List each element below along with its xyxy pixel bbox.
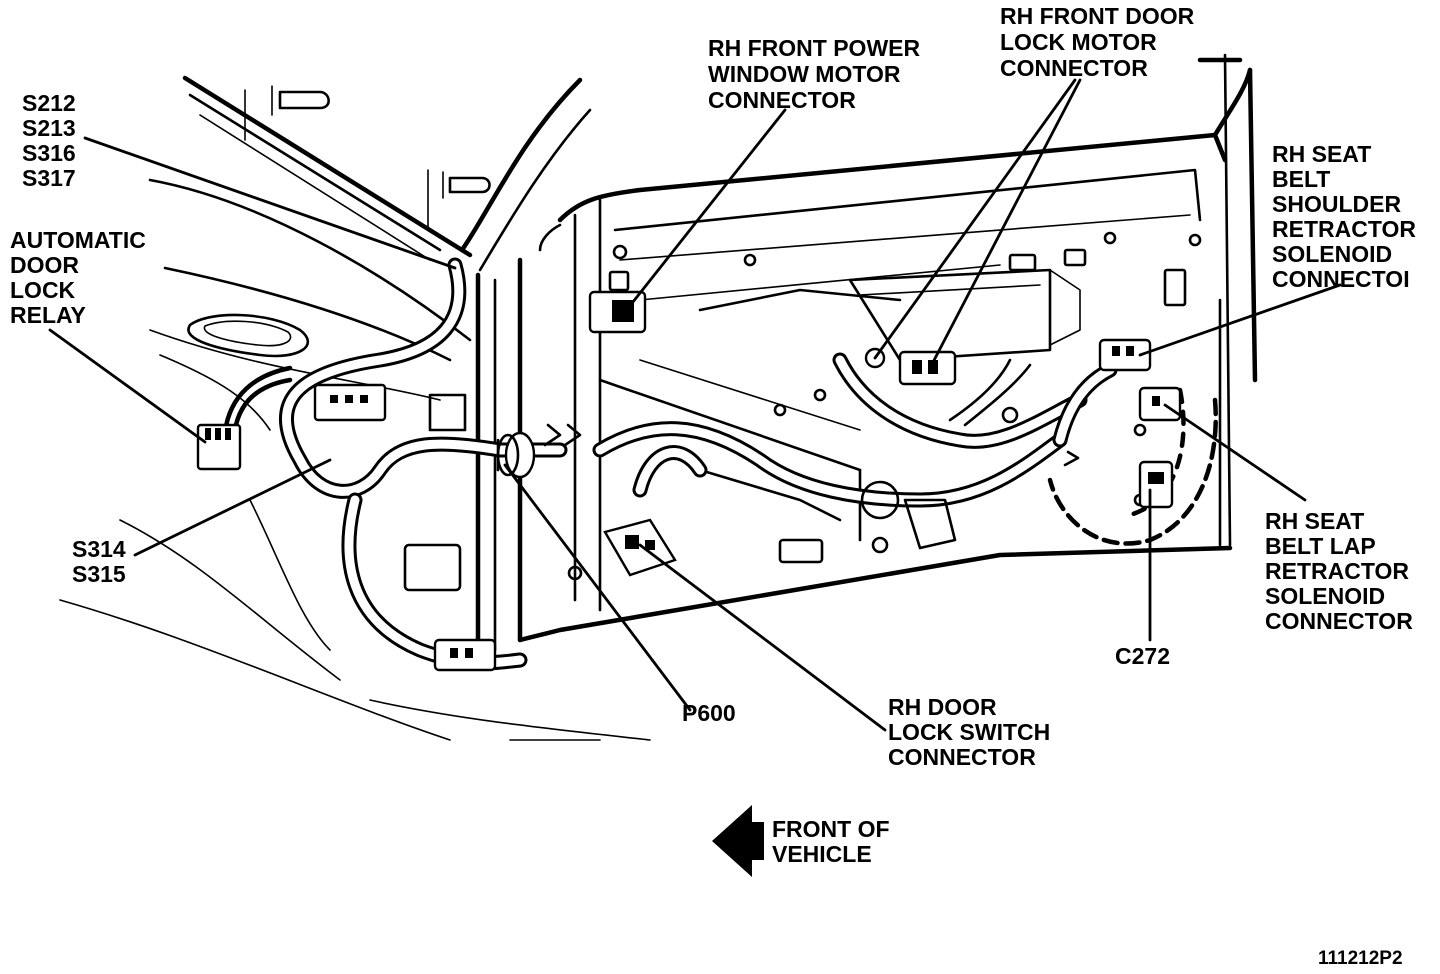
- label-line: RH FRONT POWER: [708, 35, 920, 61]
- label-splices-top: S212 S213 S316 S317: [22, 90, 76, 191]
- label-line: BELT LAP: [1265, 533, 1376, 559]
- label-line: RH SEAT: [1265, 508, 1364, 534]
- label-line: DOOR: [10, 252, 79, 278]
- bracket-shape: [428, 393, 957, 550]
- label-line: SOLENOID: [1272, 241, 1392, 267]
- lock-motor-connector-shape: [864, 347, 957, 386]
- label-lap-retractor-connector: RH SEAT BELT LAP RETRACTOR SOLENOID CONN…: [1265, 508, 1413, 634]
- label-line: RETRACTOR: [1272, 216, 1416, 242]
- c272-connector-shape: [1138, 460, 1174, 509]
- label-line: SHOULDER: [1272, 191, 1401, 217]
- label-line: RH DOOR: [888, 694, 997, 720]
- figure-id: 111212P2: [1318, 948, 1403, 969]
- label-line: RELAY: [10, 302, 86, 328]
- label-splices-bottom: S314 S315: [72, 536, 126, 587]
- label-line: SOLENOID: [1265, 583, 1385, 609]
- label-line: RH FRONT DOOR: [1000, 3, 1195, 29]
- label-s212: S212: [22, 90, 76, 116]
- label-line: AUTOMATIC: [10, 227, 146, 253]
- label-p600: P600: [682, 700, 736, 726]
- label-door-lock-motor-connector: RH FRONT DOOR LOCK MOTOR CONNECTOR: [1000, 3, 1195, 81]
- pillar-connector-shape: [433, 638, 497, 672]
- label-s213: S213: [22, 115, 76, 141]
- label-line: LOCK MOTOR: [1000, 29, 1157, 55]
- label-s316: S316: [22, 140, 76, 166]
- label-power-window-motor-connector: RH FRONT POWER WINDOW MOTOR CONNECTOR: [708, 35, 920, 113]
- label-s314: S314: [72, 536, 126, 562]
- door-lock-switch-connector-shape: [603, 518, 677, 577]
- leader-lines: [48, 78, 1342, 732]
- label-line: FRONT OF: [772, 816, 890, 842]
- door-lock-relay-shape: [196, 423, 242, 471]
- label-line: CONNECTOI: [1272, 266, 1410, 292]
- vehicle-body-outline: [59, 75, 651, 741]
- splice-block-shape: [313, 383, 387, 422]
- shoulder-retractor-connector-shape: [1098, 338, 1152, 372]
- label-line: RETRACTOR: [1265, 558, 1409, 584]
- label-line: CONNECTOR: [1000, 55, 1148, 81]
- lap-retractor-connector-shape: [1138, 386, 1182, 422]
- label-line: CONNECTOR: [708, 87, 856, 113]
- label-s315: S315: [72, 561, 126, 587]
- label-door-lock-switch-connector: RH DOOR LOCK SWITCH CONNECTOR: [888, 694, 1050, 770]
- label-line: BELT: [1272, 166, 1330, 192]
- label-s317: S317: [22, 165, 76, 191]
- label-line: LOCK: [10, 277, 76, 303]
- front-arrow-icon: [712, 805, 764, 877]
- label-line: VEHICLE: [772, 841, 872, 867]
- label-shoulder-retractor-connector: RH SEAT BELT SHOULDER RETRACTOR SOLENOID…: [1272, 141, 1416, 292]
- label-line: CONNECTOR: [1265, 608, 1413, 634]
- wiring-harness: [222, 257, 1118, 671]
- label-front-of-vehicle: FRONT OF VEHICLE: [772, 816, 890, 867]
- label-line: LOCK SWITCH: [888, 719, 1050, 745]
- components: [196, 290, 1182, 672]
- label-line: WINDOW MOTOR: [708, 61, 901, 87]
- label-c272: C272: [1115, 643, 1170, 669]
- p600-grommet-shape: [496, 431, 536, 479]
- label-line: CONNECTOR: [888, 744, 1036, 770]
- label-automatic-door-lock-relay: AUTOMATIC DOOR LOCK RELAY: [10, 227, 146, 328]
- label-line: RH SEAT: [1272, 141, 1371, 167]
